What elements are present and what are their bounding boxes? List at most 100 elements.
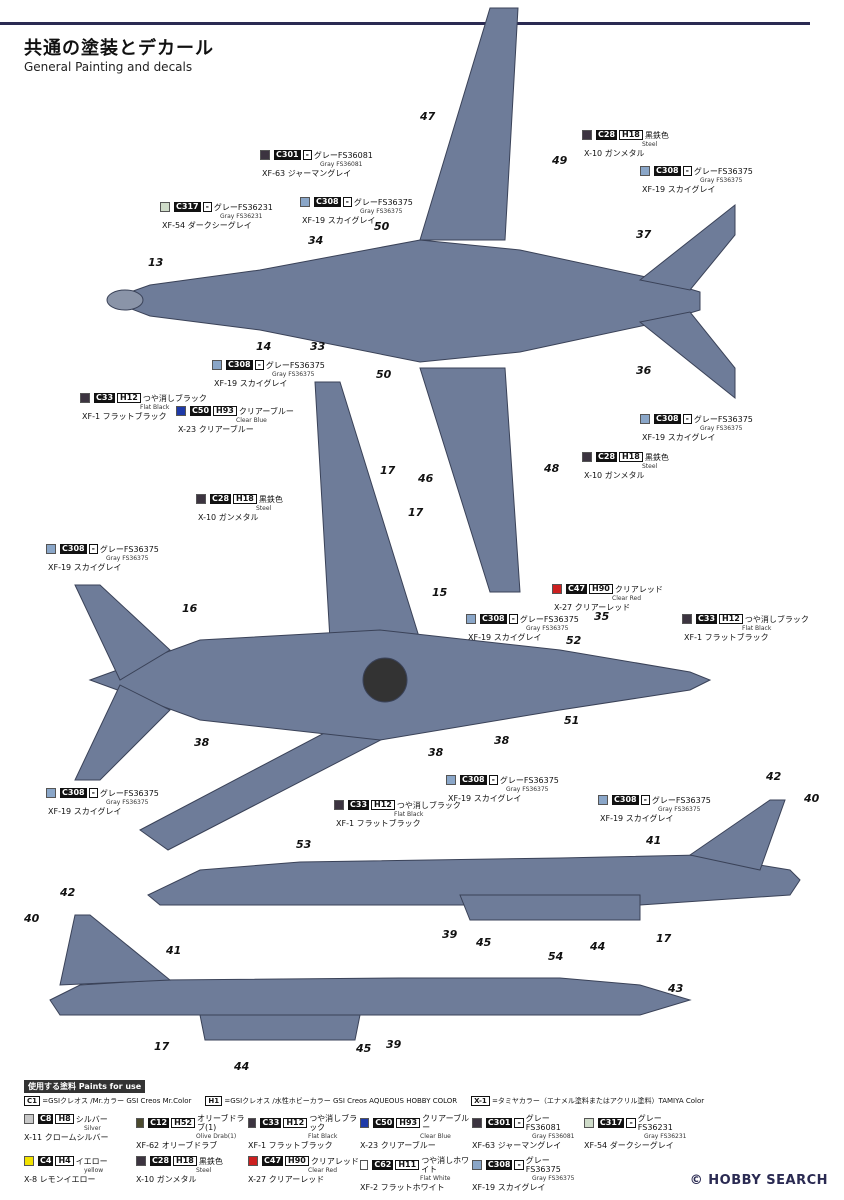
paint-code-h: - (342, 197, 352, 207)
paint-code-h: - (682, 414, 692, 424)
paint-name-ja: グレーFS36081 (525, 1114, 561, 1132)
paint-name-en: Flat Black (394, 811, 424, 818)
paint-sub: X-27 クリアーレッド (554, 603, 631, 612)
paint-name-en: Gray FS36081 (532, 1133, 575, 1140)
paint-name-en: Flat Black (140, 404, 170, 411)
part-number: 50 (376, 368, 392, 381)
part-number: 48 (544, 462, 560, 475)
paint-name-en: Gray FS36375 (700, 177, 743, 184)
callout-c308c: C308-グレーFS36375 Gray FS36375 XF-19 スカイグレ… (212, 360, 325, 388)
paint-sub: XF-19 スカイグレイ (600, 814, 674, 823)
callout-c308a: C308-グレーFS36375 Gray FS36375 XF-19 スカイグレ… (300, 197, 413, 225)
paint-sub: XF-19 スカイグレイ (472, 1183, 546, 1192)
paint-code-h: - (508, 614, 518, 624)
swatch (334, 800, 344, 810)
bottom-view-tail-lower (74, 684, 171, 781)
brand-text: =GSIクレオス /Mr.カラー GSI Creos Mr.Color (42, 1097, 192, 1105)
paint-code: C62 (372, 1160, 394, 1170)
swatch (136, 1118, 145, 1128)
top-view-wing-upper (419, 7, 519, 241)
paint-name-ja: グレーFS36375 (693, 166, 753, 176)
callout-c308h: C308-グレーFS36375 Gray FS36375 XF-19 スカイグレ… (46, 788, 159, 816)
paint-name-en: Gray FS36231 (220, 213, 263, 220)
watermark: © HOBBY SEARCH (690, 1173, 828, 1188)
paint-name-ja: グレーFS36375 (499, 775, 559, 785)
paint-code-h: H18 (619, 452, 643, 462)
paint-sub: X-10 ガンメタル (584, 471, 645, 480)
paint-name-ja: つや消しブラック (396, 800, 461, 810)
part-number: 50 (374, 220, 390, 233)
brand-key: C1 (24, 1096, 41, 1106)
swatch (24, 1114, 34, 1124)
paint-name-ja: オリーブドラブ(1) (196, 1114, 245, 1132)
paint-code-h: - (88, 544, 98, 554)
paint-code-h: - (302, 150, 312, 160)
paint-code-h: H18 (233, 494, 257, 504)
part-number: 47 (420, 110, 436, 123)
paint-sub: XF-19 スカイグレイ (642, 185, 716, 194)
paint-sub: X-10 ガンメタル (584, 149, 645, 158)
header-rule (0, 22, 810, 25)
paint-name-ja: つや消しホワイト (421, 1156, 470, 1174)
paint-code: C301 (485, 1118, 513, 1128)
part-number: 35 (594, 610, 610, 623)
paint-code: C33 (348, 800, 370, 810)
part-number: 17 (154, 1040, 170, 1053)
part-number: 45 (356, 1042, 372, 1055)
paint-name-en: Gray FS36081 (320, 161, 363, 168)
paint-sub: XF-19 スカイグレイ (642, 433, 716, 442)
swatch (466, 614, 476, 624)
brand-text: =GSIクレオス /水性ホビーカラー GSI Creos AQUEOUS HOB… (224, 1097, 458, 1105)
swatch (176, 406, 186, 416)
paint-code: C308 (314, 197, 341, 207)
paint-sub: XF-1 フラットブラック (336, 819, 421, 828)
paint-code: C301 (274, 150, 301, 160)
aircraft-top-view (106, 7, 736, 593)
paint-sub: XF-1 フラットブラック (82, 412, 167, 421)
swatch (160, 202, 170, 212)
paint-name-en: Clear Blue (236, 417, 267, 424)
paint-code-h: H12 (283, 1118, 308, 1128)
paint-code-h: H93 (213, 406, 237, 416)
paint-code-h: H90 (589, 584, 613, 594)
paint-name-ja: グレーFS36375 (99, 544, 159, 554)
callout-c308d: C308-グレーFS36375 Gray FS36375 XF-19 スカイグレ… (640, 414, 753, 442)
part-number: 40 (804, 792, 820, 805)
paint-name-ja: グレーFS36231 (213, 202, 273, 212)
bottom-view-wing-lower (139, 729, 401, 851)
paint-sub: XF-54 ダークシーグレイ (162, 221, 252, 230)
callout-c308b: C308-グレーFS36375 Gray FS36375 XF-19 スカイグレ… (640, 166, 753, 194)
paint-name-ja: 黒鉄色 (258, 494, 283, 504)
swatch (196, 494, 206, 504)
paint-name-ja: グレーFS36375 (693, 414, 753, 424)
part-number: 44 (234, 1060, 250, 1073)
paint-name-ja: つや消しブラック (309, 1114, 358, 1132)
paint-code-h: - (640, 795, 650, 805)
paint-name-ja: クリアレッド (614, 584, 663, 594)
part-number: 40 (24, 912, 40, 925)
paint-code-h: - (88, 788, 98, 798)
part-number: 36 (636, 364, 652, 377)
part-number: 38 (494, 734, 510, 747)
paint-code: C308 (60, 544, 87, 554)
callout-c317: C317-グレーFS36231 Gray FS36231 XF-54 ダークシー… (160, 202, 273, 230)
paint-code: C50 (190, 406, 212, 416)
part-number: 46 (418, 472, 434, 485)
part-number: 37 (636, 228, 652, 241)
paint-name-en: Flat Black (308, 1133, 338, 1140)
swatch (640, 414, 650, 424)
swatch (446, 775, 456, 785)
paint-name-en: Gray FS36375 (360, 208, 403, 215)
brand-key: H1 (205, 1096, 223, 1106)
paint-name-en: Steel (256, 505, 272, 512)
paint-sub: XF-63 ジャーマングレイ (472, 1141, 562, 1150)
swatch (582, 452, 592, 462)
